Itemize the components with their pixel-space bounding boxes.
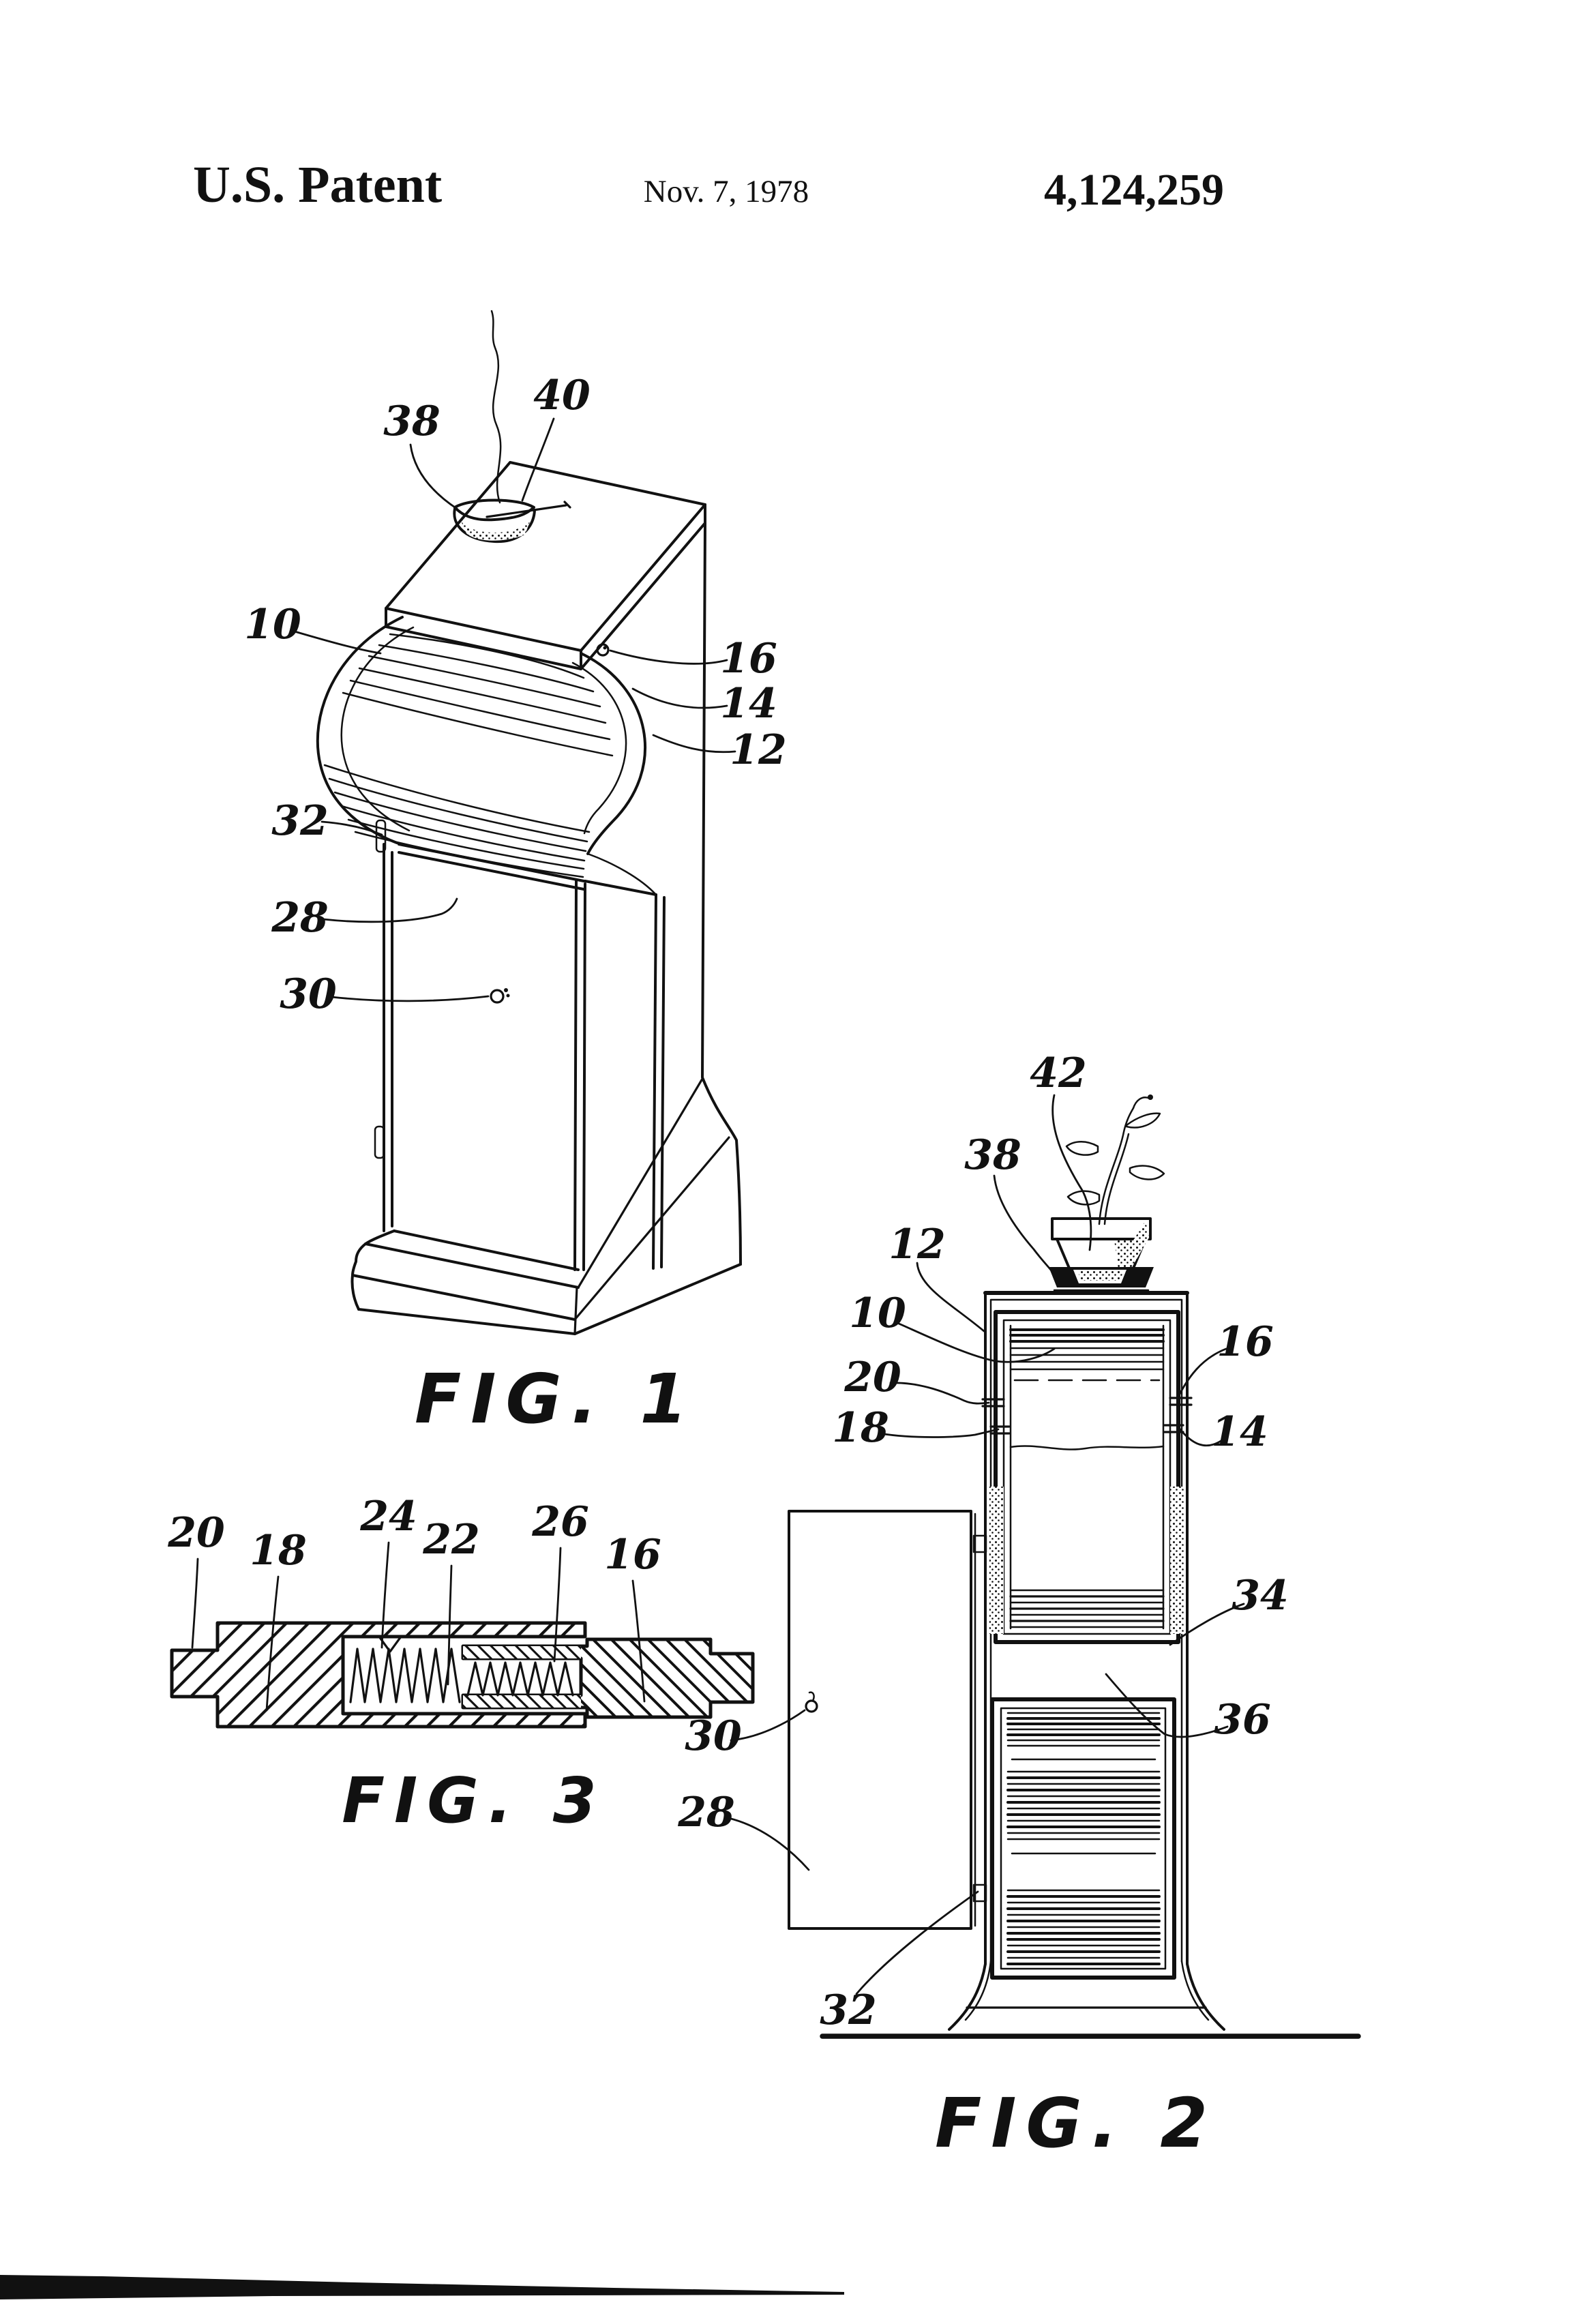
fig1-leader-lines [293, 417, 736, 1002]
fig1-ref-32: 32 [271, 797, 329, 845]
fig2-ref-16: 16 [1217, 1318, 1274, 1366]
side-knob-icon [596, 643, 610, 657]
fig1-ref-16: 16 [720, 635, 777, 683]
fig2-ref-42: 42 [1030, 1049, 1087, 1097]
tambour-edge-line [1009, 1445, 1165, 1450]
front-door [374, 819, 657, 1271]
fig2-open-door [788, 1510, 987, 1930]
fig2-ref-28: 28 [677, 1789, 735, 1836]
right-track-shading [1170, 1487, 1184, 1634]
fig2-door-knob-icon [805, 1691, 818, 1713]
fig2-ref-34: 34 [1232, 1572, 1289, 1620]
fig3-caption: FIG. 3 [342, 1764, 606, 1837]
fig1-ref-38: 38 [383, 398, 441, 445]
cabinet-base [350, 1077, 742, 1335]
fig3-leader-lines [191, 1541, 646, 1712]
fig3-ref-22: 22 [422, 1516, 480, 1564]
fig2-ref-10: 10 [849, 1290, 906, 1337]
fig2-ref-32: 32 [820, 1986, 877, 2034]
fig3-ref-18: 18 [250, 1527, 307, 1575]
fig2-lower-compartment [990, 1697, 1176, 1980]
fig1-caption: FIG. 1 [415, 1359, 697, 1439]
patent-title: U.S. Patent [193, 156, 442, 213]
fig2-leader-lines [727, 1094, 1245, 1995]
fig1-ref-30: 30 [280, 970, 337, 1018]
smoke-icon [490, 310, 502, 504]
fig2-ref-20: 20 [844, 1354, 901, 1401]
door-knob-icon [490, 988, 510, 1004]
left-track-shading [989, 1487, 1004, 1634]
lower-shelf-slats [1006, 1712, 1161, 1965]
cabinet-side-panel [596, 522, 742, 1270]
fig2-ref-18: 18 [832, 1404, 889, 1452]
fig3-ref-16: 16 [604, 1531, 661, 1579]
fig3-drawing: 20 18 24 22 26 16 FIG. 3 [167, 1493, 755, 1837]
fig1-ref-40: 40 [533, 372, 591, 419]
latch-left-body [170, 1621, 587, 1729]
fig1-ref-28: 28 [271, 894, 329, 942]
plant-leaves [1065, 1112, 1165, 1206]
header: U.S. Patent Nov. 7, 1978 4,124,259 [193, 156, 1224, 215]
fig2-cabinet-case [820, 1291, 1361, 2039]
upper-slats [1009, 1328, 1165, 1382]
fig1-ref-12: 12 [730, 726, 787, 774]
cabinet-top-board [385, 461, 706, 670]
fig2-drawing: 42 38 12 10 20 18 16 14 34 36 30 28 32 F… [677, 1049, 1361, 2163]
tambour-slats [323, 633, 614, 878]
fig1-ref-10: 10 [244, 601, 301, 649]
fig2-ref-36: 36 [1214, 1696, 1271, 1744]
fig3-ref-20: 20 [167, 1509, 225, 1557]
pot-saucer [1049, 1267, 1154, 1292]
flower-pot-icon [1051, 1217, 1152, 1271]
fig1-ref-14: 14 [720, 680, 777, 728]
upper-lower-slats [1009, 1589, 1165, 1628]
plant-tendril [1132, 1097, 1150, 1109]
patent-number: 4,124,259 [1044, 165, 1224, 215]
fig2-caption: FIG. 2 [935, 2083, 1217, 2163]
scan-artifact [0, 2275, 844, 2299]
fig1-drawing: 38 40 10 16 14 12 32 28 30 FIG. 1 [244, 310, 787, 1439]
cigarette-icon [486, 501, 571, 518]
potted-plant [1049, 1094, 1165, 1292]
fig2-ref-38: 38 [964, 1131, 1021, 1179]
door-hinge-icon [375, 819, 387, 853]
patent-date: Nov. 7, 1978 [644, 174, 809, 209]
fig3-ref-24: 24 [359, 1493, 417, 1540]
plant-stem [1098, 1107, 1135, 1225]
track-stop-marks [981, 1397, 1193, 1435]
fig2-ref-12: 12 [889, 1221, 946, 1268]
spring-coil-right [466, 1661, 574, 1697]
fig3-ref-26: 26 [531, 1498, 589, 1546]
tambour-door [316, 616, 657, 896]
door-hinge-icon [374, 1125, 385, 1159]
fig2-ref-30: 30 [685, 1712, 742, 1760]
sleeve-fine-hatch [463, 1646, 581, 1708]
spring-coil-left [349, 1648, 461, 1703]
fig2-ref-14: 14 [1211, 1408, 1268, 1456]
fig2-upper-compartment [981, 1310, 1193, 1644]
